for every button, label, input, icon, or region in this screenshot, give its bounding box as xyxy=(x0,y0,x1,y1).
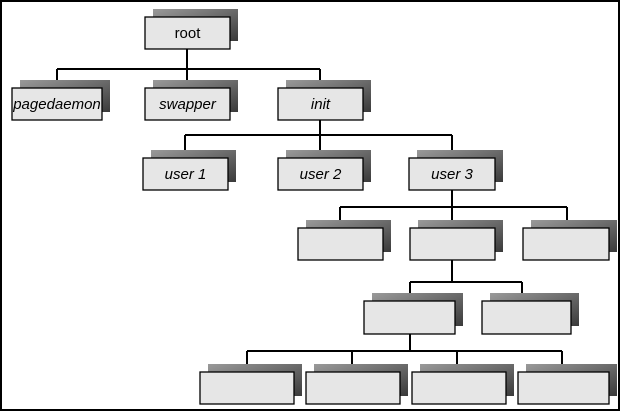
node-root-box xyxy=(144,16,231,50)
node-user-3-box xyxy=(408,157,496,191)
node-user-1: user 1 xyxy=(142,150,236,191)
node-level5-4-box xyxy=(517,371,610,405)
node-user-2-box xyxy=(277,157,364,191)
node-swapper-box xyxy=(144,87,231,121)
node-user-3: user 3 xyxy=(408,150,503,191)
node-level5-1 xyxy=(199,364,302,405)
node-pagedaemon-label: pagedaemon xyxy=(12,96,101,113)
node-root: root xyxy=(144,9,238,50)
node-level5-4 xyxy=(517,364,617,405)
node-level5-1-box xyxy=(199,371,295,405)
node-user-2-label: user 2 xyxy=(300,166,342,183)
tree-nodes: root pagedaemon swapper init user 1 user 2 use… xyxy=(11,9,617,405)
node-user3-child-3-box xyxy=(522,227,610,261)
node-init-box xyxy=(277,87,364,121)
node-level5-3-box xyxy=(411,371,507,405)
node-level4-1 xyxy=(363,293,463,335)
node-level5-2-box xyxy=(305,371,401,405)
node-swapper: swapper xyxy=(144,80,238,121)
node-level4-2 xyxy=(481,293,579,335)
node-init: init xyxy=(277,80,371,121)
node-user-1-label: user 1 xyxy=(165,166,207,183)
node-level4-1-box xyxy=(363,300,456,335)
node-user-2: user 2 xyxy=(277,150,371,191)
node-level4-2-box xyxy=(481,300,572,335)
node-user3-child-3 xyxy=(522,220,617,261)
node-level5-2 xyxy=(305,364,408,405)
node-root-label: root xyxy=(175,25,202,42)
node-user3-child-2 xyxy=(409,220,503,261)
node-user3-child-1-box xyxy=(297,227,384,261)
node-init-label: init xyxy=(311,96,331,113)
node-level5-3 xyxy=(411,364,514,405)
node-pagedaemon: pagedaemon xyxy=(11,80,110,121)
node-user3-child-1 xyxy=(297,220,391,261)
node-user3-child-2-box xyxy=(409,227,496,261)
node-user-3-label: user 3 xyxy=(431,166,473,183)
node-swapper-label: swapper xyxy=(159,96,217,113)
node-pagedaemon-box xyxy=(11,87,103,121)
node-user-1-box xyxy=(142,157,229,191)
